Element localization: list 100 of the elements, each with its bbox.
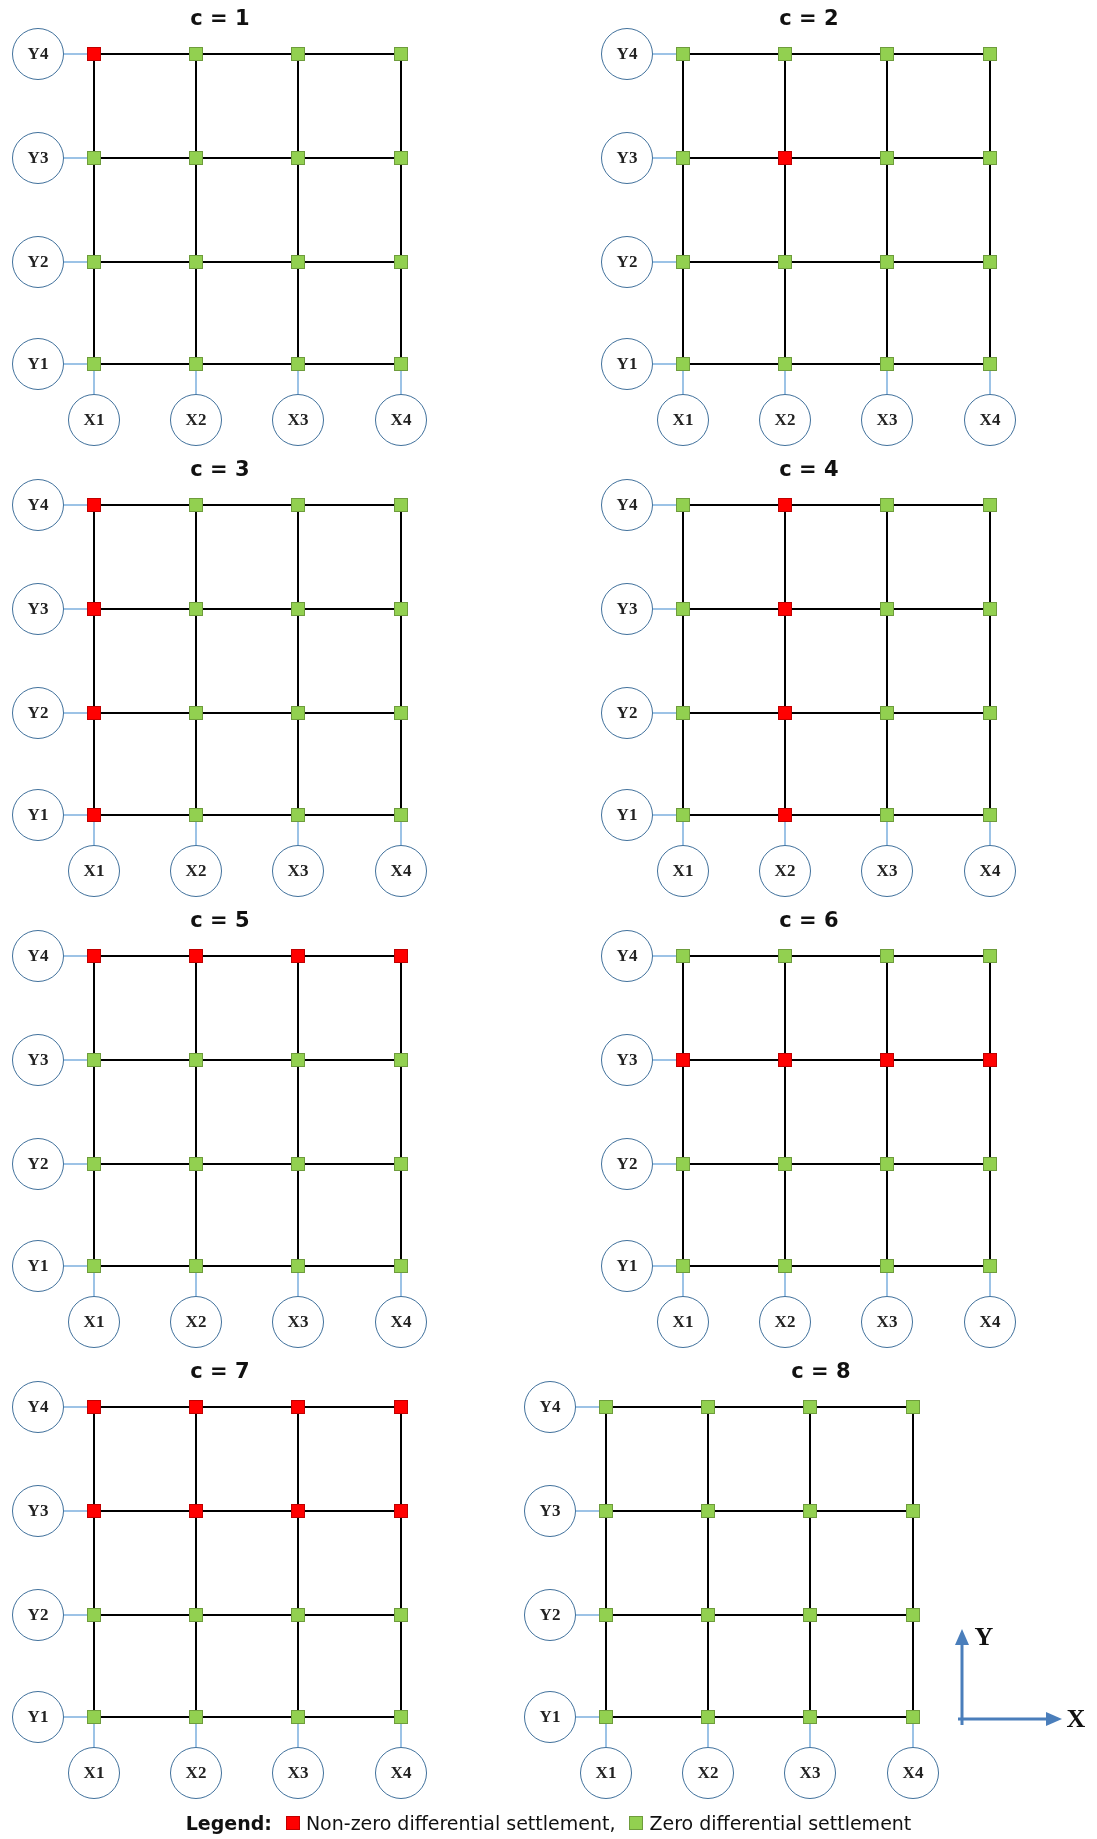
grid-line bbox=[791, 363, 881, 365]
grid-line bbox=[682, 1170, 684, 1260]
grid-line bbox=[791, 814, 881, 816]
grid-line bbox=[791, 504, 881, 506]
grid-line bbox=[202, 363, 292, 365]
grid-axis-bubble: Y3 bbox=[12, 132, 64, 184]
grid-line bbox=[886, 511, 888, 603]
node-marker bbox=[983, 808, 997, 822]
node-marker bbox=[291, 255, 305, 269]
grid-line bbox=[304, 504, 395, 506]
grid-line bbox=[893, 1059, 984, 1061]
grid-axis-bubble: X2 bbox=[170, 394, 222, 446]
node-marker bbox=[983, 357, 997, 371]
node-marker bbox=[291, 1053, 305, 1067]
grid-line bbox=[195, 511, 197, 603]
grid-line bbox=[682, 962, 684, 1054]
node-marker bbox=[880, 151, 894, 165]
node-marker bbox=[394, 1259, 408, 1273]
leader-line bbox=[886, 1272, 888, 1297]
node-marker bbox=[778, 151, 792, 165]
node-marker bbox=[291, 357, 305, 371]
grid-line bbox=[100, 363, 190, 365]
panel-title: c = 7 bbox=[190, 1359, 250, 1383]
node-marker bbox=[676, 706, 690, 720]
legend-heading: Legend: bbox=[185, 1812, 272, 1834]
grid-axis-bubble: Y1 bbox=[601, 789, 653, 841]
grid-line bbox=[297, 615, 299, 707]
grid-line bbox=[195, 719, 197, 809]
grid-line bbox=[689, 1163, 779, 1165]
leader-line bbox=[989, 1272, 991, 1297]
node-marker bbox=[291, 1608, 305, 1622]
leader-line bbox=[297, 821, 299, 846]
grid-line bbox=[93, 164, 95, 256]
grid-line bbox=[93, 1517, 95, 1609]
grid-axis-bubble: X3 bbox=[784, 1747, 836, 1799]
grid-line bbox=[682, 511, 684, 603]
node-marker bbox=[394, 151, 408, 165]
leader-line bbox=[63, 53, 88, 55]
grid-line bbox=[714, 1716, 804, 1718]
grid-axis-bubble: X4 bbox=[964, 845, 1016, 897]
grid-line bbox=[304, 814, 395, 816]
grid-line bbox=[297, 1517, 299, 1609]
grid-line bbox=[893, 1265, 984, 1267]
leader-line bbox=[400, 821, 402, 846]
grid-line bbox=[93, 719, 95, 809]
grid-line bbox=[886, 268, 888, 358]
grid-line bbox=[202, 814, 292, 816]
grid-line bbox=[682, 268, 684, 358]
node-marker bbox=[701, 1710, 715, 1724]
grid-line bbox=[400, 962, 402, 1054]
grid-line bbox=[682, 615, 684, 707]
node-marker bbox=[676, 1157, 690, 1171]
node-marker bbox=[701, 1400, 715, 1414]
grid-axis-bubble: Y2 bbox=[12, 1138, 64, 1190]
node-marker bbox=[778, 949, 792, 963]
grid-axis-bubble: Y2 bbox=[601, 1138, 653, 1190]
leader-line bbox=[400, 370, 402, 395]
grid-line bbox=[791, 1059, 881, 1061]
node-marker bbox=[87, 706, 101, 720]
node-marker bbox=[394, 47, 408, 61]
leader-line bbox=[63, 504, 88, 506]
leader-line bbox=[652, 1059, 677, 1061]
grid-line bbox=[682, 1066, 684, 1158]
leader-line bbox=[652, 157, 677, 159]
node-marker bbox=[87, 47, 101, 61]
node-marker bbox=[778, 498, 792, 512]
grid-line bbox=[893, 712, 984, 714]
grid-axis-bubble: X2 bbox=[170, 1296, 222, 1348]
grid-line bbox=[912, 1517, 914, 1609]
leader-line bbox=[652, 261, 677, 263]
grid-line bbox=[304, 53, 395, 55]
node-marker bbox=[880, 255, 894, 269]
grid-line bbox=[202, 1265, 292, 1267]
leader-line bbox=[93, 821, 95, 846]
grid-axis-bubble: X2 bbox=[759, 1296, 811, 1348]
node-marker bbox=[394, 1710, 408, 1724]
grid-line bbox=[682, 60, 684, 152]
grid-line bbox=[689, 1265, 779, 1267]
grid-line bbox=[202, 1614, 292, 1616]
leader-line bbox=[93, 370, 95, 395]
grid-line bbox=[784, 1170, 786, 1260]
axis-label: Y bbox=[974, 1622, 994, 1652]
leader-line bbox=[297, 1723, 299, 1748]
grid-line bbox=[93, 615, 95, 707]
grid-line bbox=[886, 164, 888, 256]
node-marker bbox=[87, 602, 101, 616]
node-marker bbox=[880, 602, 894, 616]
grid-line bbox=[400, 164, 402, 256]
grid-line bbox=[791, 261, 881, 263]
grid-axis-bubble: X3 bbox=[861, 394, 913, 446]
leader-line bbox=[575, 1406, 600, 1408]
leader-line bbox=[63, 608, 88, 610]
grid-line bbox=[93, 1170, 95, 1260]
node-marker bbox=[189, 1504, 203, 1518]
node-marker bbox=[983, 255, 997, 269]
grid-line bbox=[989, 615, 991, 707]
node-marker bbox=[803, 1608, 817, 1622]
leader-line bbox=[912, 1723, 914, 1748]
grid-line bbox=[893, 1163, 984, 1165]
leader-line bbox=[652, 712, 677, 714]
